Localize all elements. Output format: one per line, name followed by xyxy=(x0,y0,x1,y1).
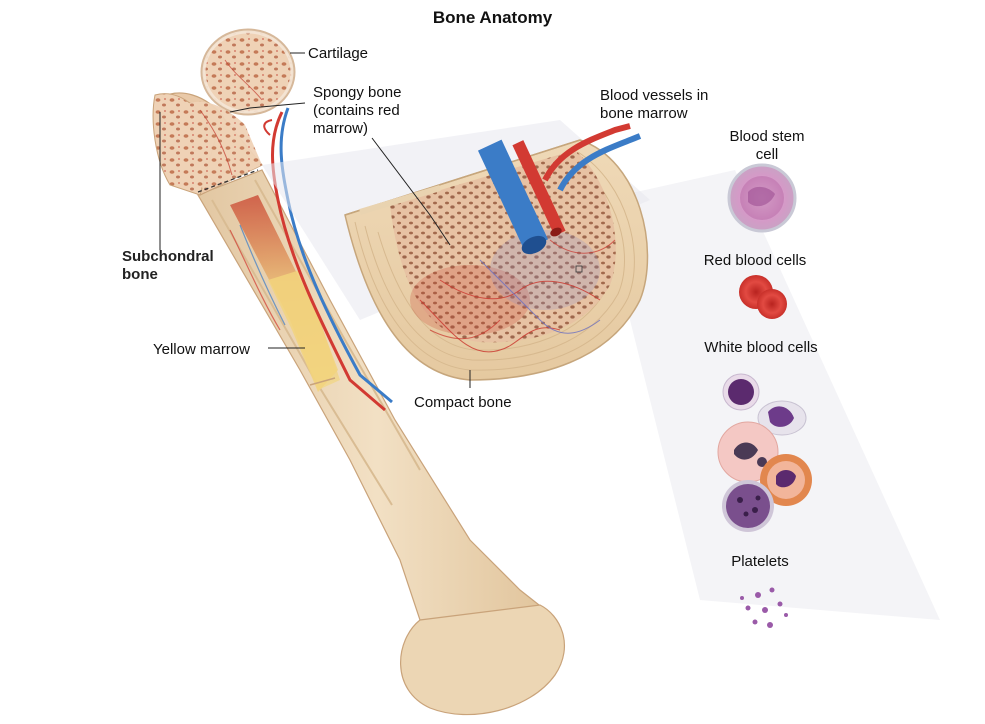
blood-stem-cell xyxy=(727,163,797,233)
label-blood-vessels: Blood vessels in bone marrow xyxy=(600,87,709,122)
label-spongy-bone: Spongy bone (contains red marrow) xyxy=(313,84,402,137)
spongy-bone-region xyxy=(183,101,262,192)
vein xyxy=(279,107,393,404)
leader-spongy-cross xyxy=(371,137,451,246)
artery xyxy=(271,111,386,412)
label-blood-stem-cell: Blood stem cell xyxy=(729,128,805,163)
artery-up xyxy=(542,123,631,182)
vein-up xyxy=(557,133,642,192)
femoral-head xyxy=(200,28,296,116)
platelets-graphic xyxy=(740,587,788,628)
diagram-title: Bone Anatomy xyxy=(432,8,553,27)
zoom-cone-cells xyxy=(600,170,940,620)
leader-spongy xyxy=(229,102,306,113)
yellow-marrow-region xyxy=(268,270,338,392)
label-compact-bone: Compact bone xyxy=(414,394,512,411)
marrow-artery xyxy=(512,140,566,237)
marrow-vein xyxy=(477,139,549,255)
bone-distal-end xyxy=(400,604,565,716)
cross-section-spongy-bone xyxy=(390,150,616,343)
label-platelets: Platelets xyxy=(731,553,789,570)
cross-section xyxy=(344,123,649,381)
blood-cells xyxy=(717,163,812,628)
label-yellow-marrow: Yellow marrow xyxy=(153,341,250,358)
label-white-blood-cells: White blood cells xyxy=(704,339,818,356)
label-subchondral-bone: Subchondral bone xyxy=(122,248,214,283)
leader-lines xyxy=(159,52,471,388)
label-red-blood-cells: Red blood cells xyxy=(703,252,807,269)
femur-bone xyxy=(152,28,565,716)
label-cartilage: Cartilage xyxy=(308,45,369,62)
white-blood-cells-graphic xyxy=(717,373,812,532)
red-blood-cells-graphic xyxy=(739,275,787,319)
